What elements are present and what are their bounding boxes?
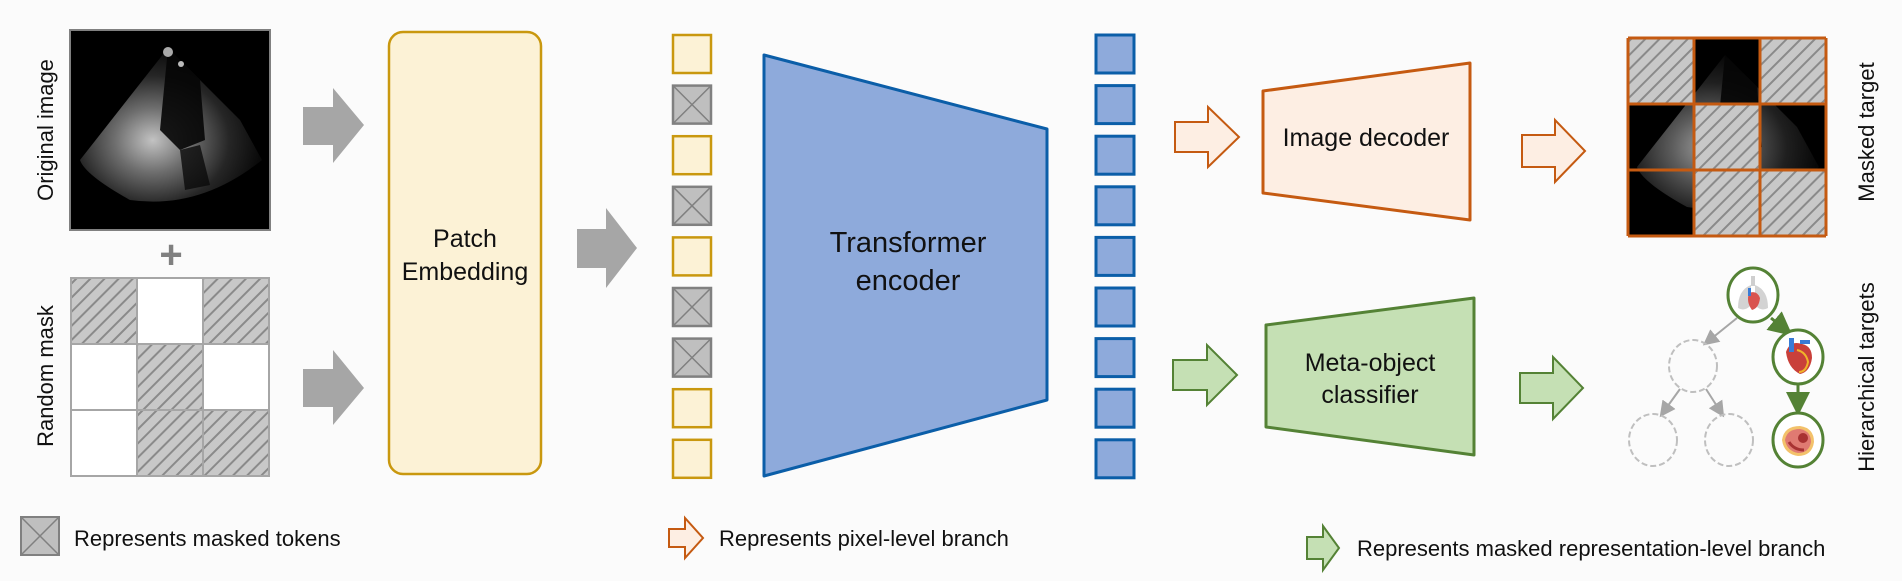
heart-icon [1771,328,1825,386]
patch-embedding-label-line1: Patch [433,225,497,253]
tree-node-empty [1628,413,1678,467]
input-token-column [671,33,713,480]
target-cell-image [1628,104,1694,170]
target-cell-image [1628,170,1694,236]
pixel-branch-arrow-in [1174,104,1241,170]
representation-branch-legend-icon [1306,522,1341,574]
patch-embedding-block [387,30,543,476]
visible-token [671,387,713,429]
legend-pixel-branch: Represents pixel-level branch [719,526,1009,551]
representation-branch-arrow-in [1172,342,1239,408]
arrow-embedding-to-tokens [577,208,637,288]
original-image [69,29,271,231]
masked-token-legend-icon [20,516,60,556]
mask-cell-visible [136,277,204,345]
meta-object-classifier-block [1264,296,1476,457]
encoded-token [1094,286,1136,328]
encoded-token [1094,387,1136,429]
original-image-label: Original image [33,59,58,201]
mask-cell-visible [70,409,138,477]
target-cell-image [1760,104,1826,170]
random-mask-grid [70,277,270,477]
patch-embedding-label-line2: Embedding [402,258,528,286]
image-decoder-block [1261,61,1472,222]
visible-token [671,33,713,75]
target-cell-masked [1694,170,1760,236]
transformer-encoder-label-line2: encoder [856,265,961,297]
lungs-heart-icon [1726,266,1780,324]
arrow-image-to-embedding [303,88,364,163]
target-cell-masked [1760,170,1826,236]
legend: Represents masked tokens Represents pixe… [20,515,1825,574]
meta-object-classifier-label-line1: Meta-object [1305,349,1436,377]
tree-node-empty [1704,413,1754,467]
encoded-token [1094,33,1136,75]
target-cell-masked [1694,104,1760,170]
tree-node-empty [1668,339,1718,393]
mask-cell-masked [136,409,204,477]
target-cell-image [1694,38,1760,104]
hierarchical-target-tree [1628,266,1825,469]
masked-target-label: Masked target [1854,62,1879,201]
visible-token [671,438,713,480]
pixel-branch-arrow-out [1521,117,1587,185]
masked-target-grid [1626,36,1828,238]
meta-object-classifier-label-line2: classifier [1321,381,1418,409]
masked-token [671,337,713,378]
mask-cell-visible [202,343,270,411]
arrow-mask-to-embedding [303,350,364,425]
encoded-token [1094,337,1136,379]
mask-cell-masked [70,277,138,345]
legend-masked-tokens: Represents masked tokens [74,526,341,551]
mask-cell-masked [202,409,270,477]
transformer-encoder-block [762,53,1049,478]
representation-branch-arrow-out [1519,354,1585,422]
heart-cross-section-icon [1771,411,1825,469]
target-cell-masked [1760,38,1826,104]
masked-token [671,286,713,328]
mask-cell-masked [136,343,204,411]
target-cell-masked [1628,38,1694,104]
encoded-token [1094,134,1136,176]
visible-token [671,236,713,277]
encoded-token [1094,438,1136,480]
pixel-branch-legend-icon [668,515,705,561]
masked-token [671,84,713,125]
encoded-token-column [1094,33,1136,480]
encoded-token [1094,235,1136,277]
encoded-token [1094,185,1136,227]
visible-token [671,134,713,176]
masked-token [671,185,713,227]
legend-representation-branch: Represents masked representation-level b… [1357,536,1825,561]
mask-cell-visible [70,343,138,411]
random-mask-label: Random mask [33,304,58,447]
hierarchical-targets-label: Hierarchical targets [1854,282,1879,472]
mask-cell-masked [202,277,270,345]
encoded-token [1094,84,1136,126]
transformer-encoder-label-line1: Transformer [830,227,987,259]
image-decoder-label: Image decoder [1283,124,1450,152]
plus-symbol: + [159,233,182,277]
